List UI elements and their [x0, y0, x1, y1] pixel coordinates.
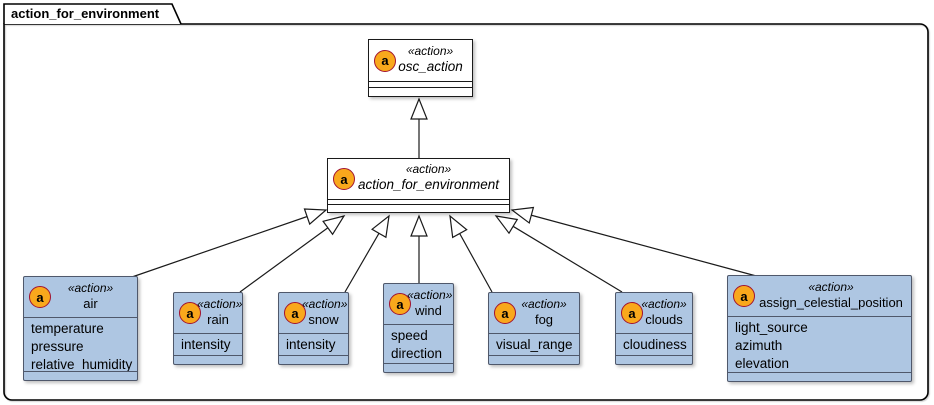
class-fog[interactable]: a «action» fog visual_range — [488, 292, 580, 365]
class-snow[interactable]: a «action» snow intensity — [278, 292, 349, 365]
edge-assign-celestial-position-to-afe — [510, 206, 761, 278]
class-name: osc_action — [398, 59, 463, 74]
edge-rain-to-afe — [239, 215, 346, 293]
attributes-compartment: intensity — [279, 333, 348, 355]
class-header: a «action» wind — [384, 284, 453, 324]
action-spot-icon: a — [374, 49, 396, 72]
attribute: visual_range — [496, 337, 573, 352]
attribute: cloudiness — [623, 337, 687, 352]
methods-compartment — [24, 371, 137, 380]
attributes-compartment — [328, 199, 509, 204]
class-header: a «action» clouds — [616, 293, 692, 333]
class-header: a «action» osc_action — [369, 40, 472, 81]
edge-snow-to-afe — [344, 214, 390, 293]
methods-compartment — [489, 355, 579, 364]
class-action-for-environment[interactable]: a «action» action_for_environment — [327, 158, 510, 213]
class-header: a «action» rain — [174, 293, 242, 333]
attribute: temperature — [31, 321, 104, 336]
action-spot-icon: a — [494, 302, 516, 324]
attributes-compartment: visual_range — [489, 333, 579, 355]
methods-compartment — [174, 355, 242, 364]
class-name: air — [83, 296, 98, 311]
methods-compartment — [728, 372, 911, 381]
edge-air-to-afe — [131, 208, 328, 278]
attributes-compartment: cloudiness — [616, 333, 692, 355]
stereotype-label: «action» — [67, 281, 114, 295]
attributes-compartment: light_source azimuth elevation — [728, 316, 911, 372]
class-clouds[interactable]: a «action» clouds cloudiness — [615, 292, 693, 365]
class-air[interactable]: a «action» air temperature pressure rela… — [23, 276, 138, 381]
action-spot-icon: a — [179, 302, 201, 324]
class-name: rain — [207, 312, 229, 327]
class-wind[interactable]: a «action» wind speed direction — [383, 283, 454, 373]
stereotype-label: «action» — [521, 297, 567, 311]
class-rain[interactable]: a «action» rain intensity — [173, 292, 243, 365]
class-header: a «action» fog — [489, 293, 579, 333]
attribute: speed — [391, 328, 428, 343]
attribute: pressure — [31, 339, 84, 354]
class-header: a «action» snow — [279, 293, 348, 333]
class-name: wind — [415, 303, 442, 318]
methods-compartment — [369, 87, 472, 96]
action-spot-icon: a — [29, 286, 51, 308]
methods-compartment — [384, 363, 453, 372]
stereotype-label: «action» — [808, 280, 854, 294]
stereotype-label: «action» — [405, 162, 452, 176]
class-name: snow — [308, 312, 339, 327]
attribute: relative_humidity — [31, 357, 133, 371]
action-spot-icon: a — [733, 285, 755, 307]
stereotype-label: «action» — [302, 297, 348, 311]
class-header: a «action» air — [24, 277, 137, 317]
methods-compartment — [279, 355, 348, 364]
action-spot-icon: a — [621, 302, 643, 324]
class-osc-action[interactable]: a «action» osc_action — [368, 39, 473, 97]
attribute: intensity — [286, 337, 336, 352]
class-header: a «action» action_for_environment — [328, 159, 509, 199]
edge-fog-to-afe — [449, 214, 493, 293]
stereotype-label: «action» — [407, 44, 454, 58]
edge-clouds-to-afe — [494, 215, 623, 293]
class-name: action_for_environment — [357, 177, 500, 192]
action-spot-icon: a — [284, 302, 306, 324]
attribute: direction — [391, 346, 443, 361]
stereotype-label: «action» — [641, 297, 687, 311]
class-name: fog — [534, 312, 554, 327]
stereotype-label: «action» — [407, 288, 453, 302]
class-name: clouds — [645, 312, 683, 327]
attributes-compartment: temperature pressure relative_humidity — [24, 317, 137, 371]
frame-title-tab — [3, 3, 182, 25]
stereotype-label: «action» — [197, 297, 243, 311]
attribute: light_source — [735, 320, 808, 335]
frame-border — [3, 23, 929, 401]
class-name: assign_celestial_position — [759, 295, 903, 310]
attribute: azimuth — [735, 338, 783, 353]
frame-title: action_for_environment — [11, 6, 160, 21]
attribute: elevation — [735, 356, 790, 371]
attributes-compartment: intensity — [174, 333, 242, 355]
action-spot-icon: a — [389, 293, 411, 315]
methods-compartment — [328, 204, 509, 212]
attributes-compartment: speed direction — [384, 324, 453, 363]
attributes-compartment — [369, 81, 472, 87]
attribute: intensity — [181, 337, 231, 352]
class-assign-celestial-position[interactable]: a «action» assign_celestial_position lig… — [727, 275, 912, 382]
action-spot-icon: a — [333, 168, 355, 190]
class-header: a «action» assign_celestial_position — [728, 276, 911, 316]
methods-compartment — [616, 355, 692, 364]
